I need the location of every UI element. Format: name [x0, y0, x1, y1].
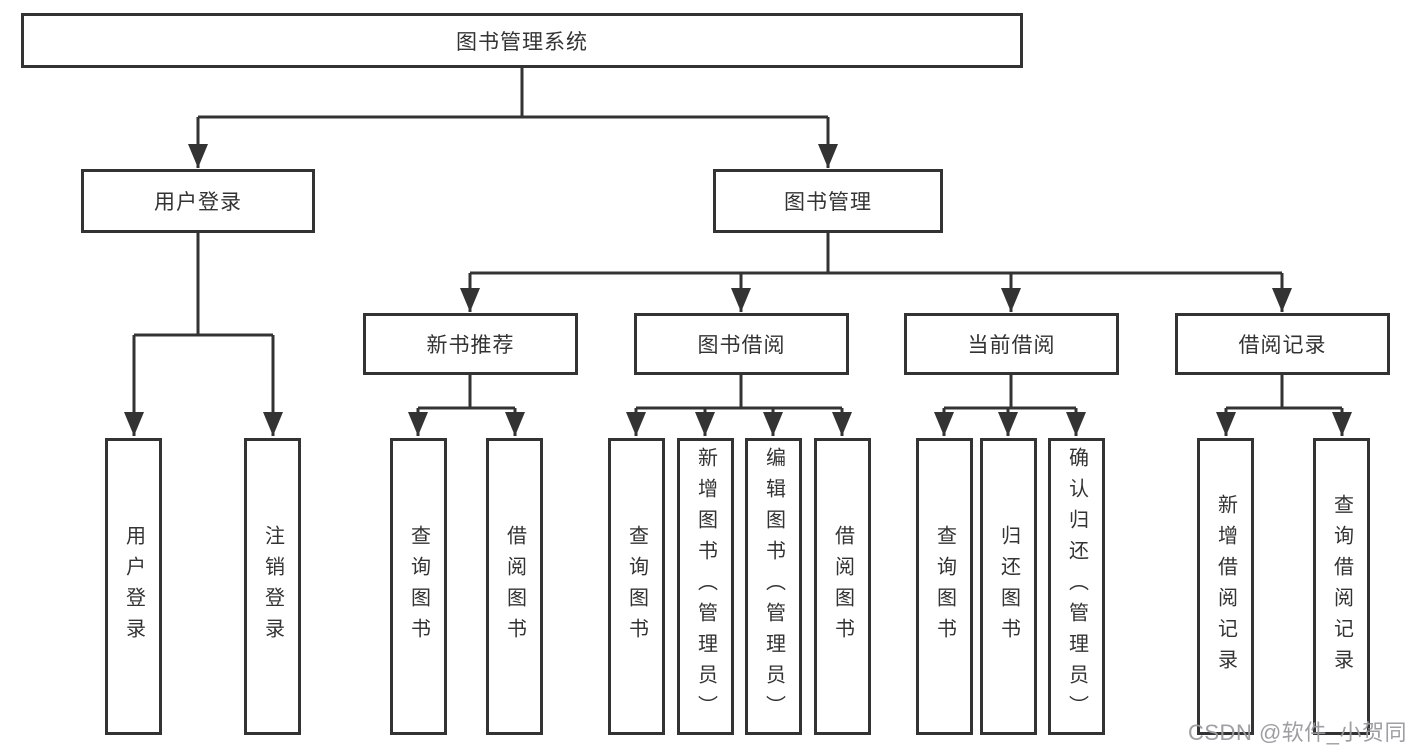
node-label: 图书借阅: [697, 334, 786, 357]
leaf-br-query-record: 查询借阅记录: [1313, 438, 1370, 735]
leaf-cb-query-books: 查询图书: [916, 438, 973, 735]
leaf-br-add-record: 新增借阅记录: [1197, 438, 1254, 735]
leaf-cb-return-books: 归还图书: [980, 438, 1037, 735]
node-label: 新书推荐: [426, 334, 515, 357]
node-label: 归还图书: [997, 524, 1020, 649]
node-user-login: 用户登录: [81, 169, 315, 233]
node-label: 注销登录: [261, 524, 284, 649]
node-label: 图书管理系统: [456, 30, 588, 54]
connector-trunks: [134, 68, 1342, 410]
node-label: 用户登录: [154, 191, 242, 214]
node-borrow-records: 借阅记录: [1175, 313, 1390, 375]
leaf-user-login: 用户登录: [105, 438, 162, 735]
leaf-bb-edit-books-admin: 编辑图书（管理员）: [745, 438, 802, 735]
node-current-borrow: 当前借阅: [904, 313, 1119, 375]
watermark: CSDN @软件_小贺同学: [1188, 720, 1405, 745]
node-label: 查询图书: [407, 524, 430, 649]
node-label: 确认归还（管理员）: [1065, 447, 1088, 726]
node-new-book-recommend: 新书推荐: [363, 313, 578, 375]
node-label: 新增借阅记录: [1214, 493, 1237, 680]
node-label: 借阅图书: [503, 524, 526, 649]
node-label: 借阅记录: [1238, 334, 1327, 357]
node-label: 当前借阅: [967, 334, 1056, 357]
leaf-cb-confirm-return-admin: 确认归还（管理员）: [1048, 438, 1105, 735]
node-library-management-system: 图书管理系统: [21, 13, 1023, 68]
node-book-borrow: 图书借阅: [634, 313, 849, 375]
node-label: 用户登录: [122, 524, 145, 649]
node-label: 图书管理: [784, 191, 872, 214]
leaf-bb-add-books-admin: 新增图书（管理员）: [677, 438, 734, 735]
node-book-management: 图书管理: [713, 169, 943, 233]
leaf-nbr-query-books: 查询图书: [390, 438, 447, 735]
node-label: 查询图书: [625, 524, 648, 649]
node-label: 编辑图书（管理员）: [762, 447, 785, 726]
leaf-bb-borrow-books: 借阅图书: [814, 438, 871, 735]
node-label: 借阅图书: [831, 524, 854, 649]
node-label: 查询图书: [933, 524, 956, 649]
node-label: 新增图书（管理员）: [694, 447, 717, 726]
leaf-nbr-borrow-books: 借阅图书: [486, 438, 543, 735]
leaf-logout: 注销登录: [244, 438, 301, 735]
node-label: 查询借阅记录: [1330, 493, 1353, 680]
leaf-bb-query-books: 查询图书: [608, 438, 665, 735]
